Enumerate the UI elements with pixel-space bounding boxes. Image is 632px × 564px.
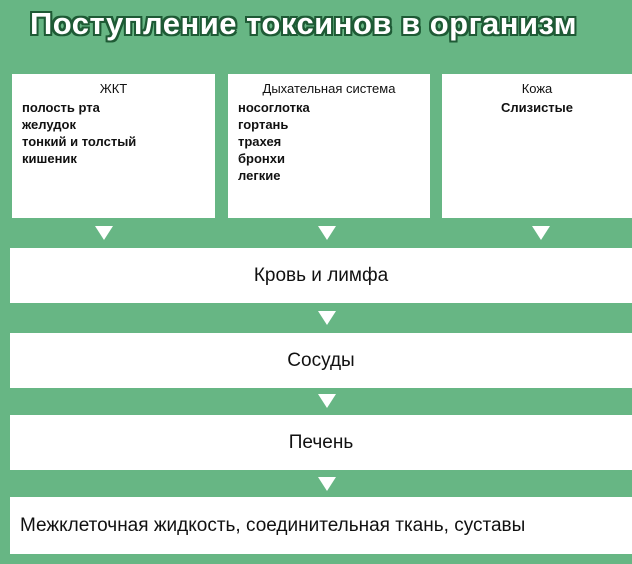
stage-box-blood-lymph: Кровь и лимфа bbox=[10, 248, 632, 303]
source-item: тонкий и толстый bbox=[22, 134, 137, 149]
arrow-down-icon bbox=[532, 226, 550, 240]
source-list: носоглотка гортань трахея бронхи легкие bbox=[238, 99, 420, 184]
source-list: полость рта желудок тонкий и толстый киш… bbox=[22, 99, 205, 167]
source-item: кишеник bbox=[22, 151, 77, 166]
diagram-title: Поступление токсинов в организм bbox=[30, 6, 578, 41]
stage-box-vessels: Сосуды bbox=[10, 333, 632, 388]
source-item: Слизистые bbox=[500, 100, 574, 115]
source-item: легкие bbox=[238, 168, 281, 183]
source-box-gi: ЖКТ полость рта желудок тонкий и толстый… bbox=[12, 74, 215, 218]
source-item: трахея bbox=[238, 134, 282, 149]
source-list: Слизистые bbox=[452, 99, 622, 116]
arrow-down-icon bbox=[95, 226, 113, 240]
arrow-down-icon bbox=[318, 226, 336, 240]
source-box-respiratory: Дыхательная система носоглотка гортань т… bbox=[228, 74, 430, 218]
source-item: гортань bbox=[238, 117, 289, 132]
stage-label: Межклеточная жидкость, соединительная тк… bbox=[20, 514, 526, 536]
stage-box-liver: Печень bbox=[10, 415, 632, 470]
source-item: желудок bbox=[22, 117, 76, 132]
stage-box-tissue: Межклеточная жидкость, соединительная тк… bbox=[10, 497, 632, 554]
source-heading: Дыхательная система bbox=[262, 81, 396, 96]
source-heading: ЖКТ bbox=[99, 81, 128, 96]
arrow-down-icon bbox=[318, 394, 336, 408]
source-box-skin: Кожа Слизистые bbox=[442, 74, 632, 218]
source-item: носоглотка bbox=[238, 100, 310, 115]
source-item: полость рта bbox=[22, 100, 100, 115]
stage-label: Печень bbox=[288, 431, 354, 453]
stage-label: Сосуды bbox=[287, 349, 355, 371]
arrow-down-icon bbox=[318, 477, 336, 491]
source-heading: Кожа bbox=[521, 81, 553, 96]
arrow-down-icon bbox=[318, 311, 336, 325]
source-item: бронхи bbox=[238, 151, 285, 166]
stage-label: Кровь и лимфа bbox=[253, 264, 389, 286]
